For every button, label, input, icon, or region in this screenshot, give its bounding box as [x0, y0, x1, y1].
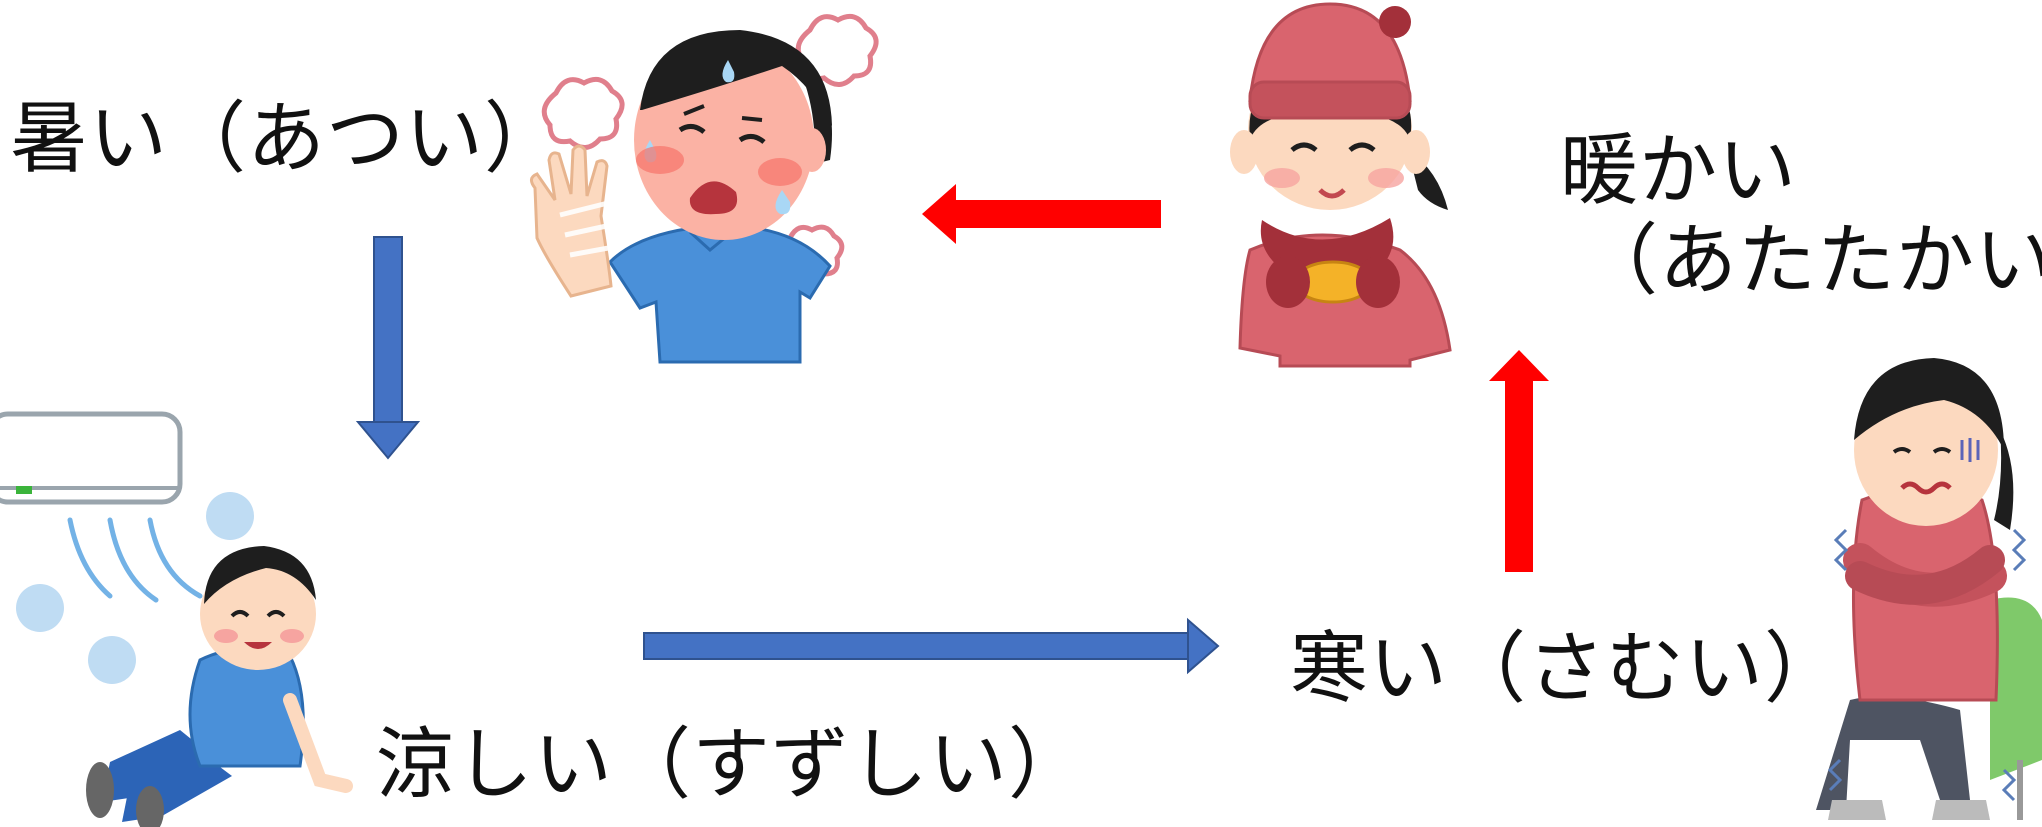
label-cool: 涼しい（すずしい） [376, 720, 1088, 810]
warm-woman-illustration [1230, 2, 1452, 368]
arrow-cold-to-warm [1489, 350, 1549, 572]
cool-boy-illustration [0, 411, 353, 827]
label-warm-reading: （あたたかい） [1580, 216, 2042, 306]
label-cold: 寒い（さむい） [1290, 624, 1844, 714]
cold-woman-illustration [1816, 358, 2042, 820]
arrow-cool-to-cold [643, 617, 1220, 675]
arrow-hot-to-cool [355, 236, 421, 460]
label-hot: 暑い（あつい） [10, 94, 564, 184]
arrow-warm-to-hot [922, 184, 1161, 244]
label-warm: 暖かい [1560, 126, 1798, 216]
hot-man-illustration [530, 13, 879, 364]
